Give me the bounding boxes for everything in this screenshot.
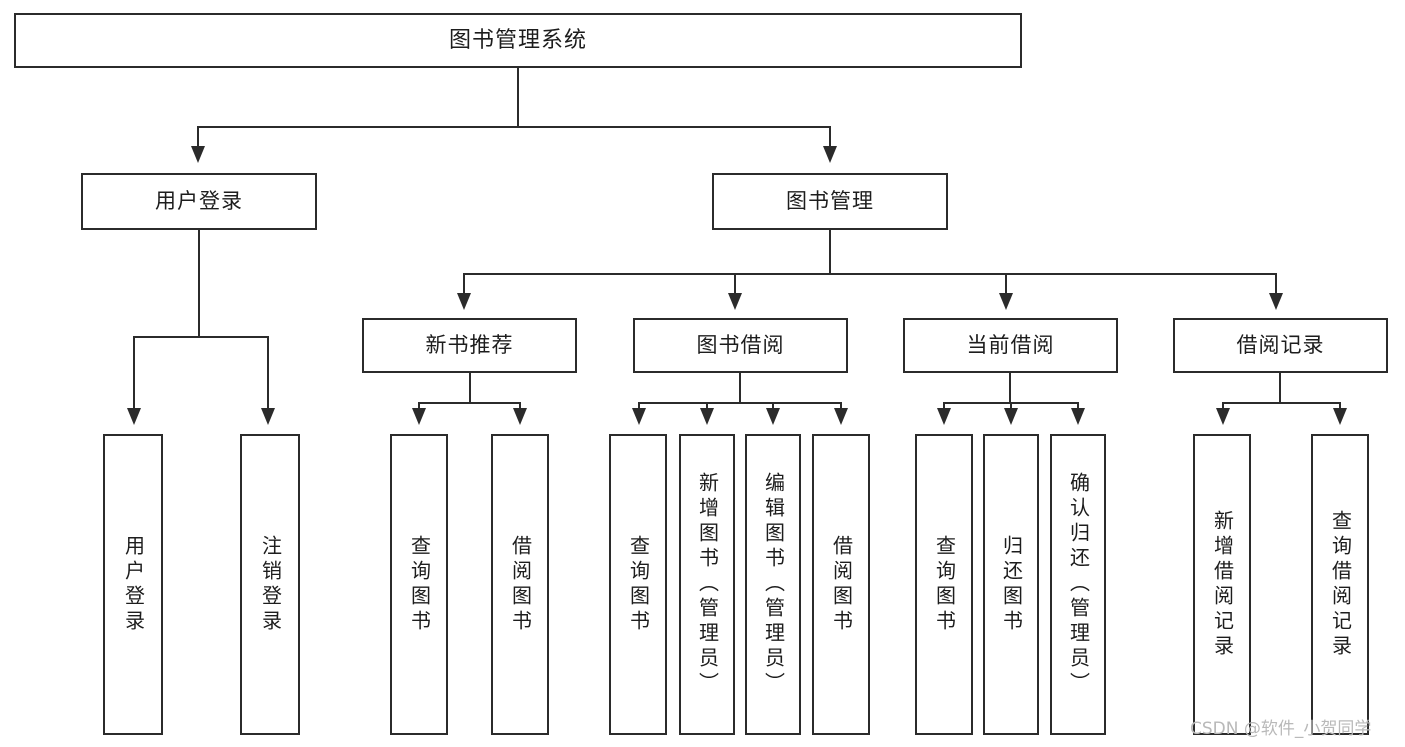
connector-book-borrow-to-leaf-4 [840, 402, 842, 410]
node-label: 用户登录 [121, 534, 146, 635]
node-label: 图书借阅 [696, 333, 785, 358]
node-label: 用户登录 [155, 189, 243, 214]
node-book-management[interactable]: 图书管理 [712, 173, 948, 230]
leaf-current-borrow-return-book[interactable]: 归还图书 [983, 434, 1039, 735]
arrow-current-borrow-to-leaf-1 [937, 408, 951, 425]
node-label: 新书推荐 [425, 333, 514, 358]
connector-book-mgmt-stem [829, 230, 831, 274]
connector-book-borrow-to-leaf-3 [772, 402, 774, 410]
connector-new-book-to-leaf-2 [519, 402, 521, 410]
connector-book-borrow-stem [739, 373, 741, 403]
connector-new-book-to-leaf-1 [418, 402, 420, 410]
connector-borrow-record-to-leaf-2 [1339, 402, 1341, 410]
connector-new-book-bus [418, 402, 521, 404]
connector-current-borrow-stem [1009, 373, 1011, 403]
leaf-borrow-record-add-record[interactable]: 新增借阅记录 [1193, 434, 1251, 735]
node-label: 图书管理系统 [448, 27, 587, 53]
leaf-book-borrow-edit-book-admin[interactable]: 编辑图书（管理员） [745, 434, 801, 735]
arrow-borrow-record-to-leaf-2 [1333, 408, 1347, 425]
node-label: 借阅记录 [1236, 333, 1325, 358]
node-label: 编辑图书（管理员） [761, 472, 786, 697]
connector-book-mgmt-to-new-book [463, 273, 465, 295]
arrow-book-mgmt-to-current-borrow [999, 293, 1013, 310]
connector-new-book-stem [469, 373, 471, 403]
arrow-user-login-to-leaf-2 [261, 408, 275, 425]
arrow-user-login-to-leaf-1 [127, 408, 141, 425]
node-label: 查询借阅记录 [1328, 509, 1353, 660]
node-label: 查询图书 [626, 534, 651, 635]
arrow-book-borrow-to-leaf-2 [700, 408, 714, 425]
node-label: 图书管理 [786, 189, 874, 214]
node-label: 确认归还（管理员） [1066, 472, 1091, 697]
node-label: 借阅图书 [508, 534, 533, 635]
node-label: 借阅图书 [829, 534, 854, 635]
node-label: 归还图书 [999, 534, 1024, 635]
connector-user-login-bus [133, 336, 267, 338]
arrow-new-book-to-leaf-1 [412, 408, 426, 425]
connector-current-borrow-to-leaf-1 [943, 402, 945, 410]
connector-current-borrow-to-leaf-3 [1077, 402, 1079, 410]
connector-root-to-book-mgmt [829, 126, 831, 148]
node-label: 当前借阅 [966, 333, 1055, 358]
node-label: 注销登录 [258, 534, 283, 635]
arrow-borrow-record-to-leaf-1 [1216, 408, 1230, 425]
connector-user-login-to-leaf-1 [133, 336, 135, 410]
node-label: 新增图书（管理员） [695, 472, 720, 697]
leaf-book-borrow-borrow-book[interactable]: 借阅图书 [812, 434, 870, 735]
connector-root-bus [197, 126, 831, 128]
leaf-user-login-logout[interactable]: 注销登录 [240, 434, 300, 735]
node-label: 查询图书 [407, 534, 432, 635]
leaf-new-book-borrow-book[interactable]: 借阅图书 [491, 434, 549, 735]
connector-user-login-stem [198, 230, 200, 337]
connector-root-to-user-login [197, 126, 199, 148]
connector-book-mgmt-bus [463, 273, 1277, 275]
connector-borrow-record-bus [1222, 402, 1341, 404]
node-root-system[interactable]: 图书管理系统 [14, 13, 1022, 68]
leaf-new-book-query-book[interactable]: 查询图书 [390, 434, 448, 735]
leaf-borrow-record-query-record[interactable]: 查询借阅记录 [1311, 434, 1369, 735]
arrow-root-to-user-login [191, 146, 205, 163]
arrow-book-mgmt-to-book-borrow [728, 293, 742, 310]
leaf-book-borrow-query-book[interactable]: 查询图书 [609, 434, 667, 735]
node-new-book-recommend[interactable]: 新书推荐 [362, 318, 577, 373]
leaf-current-borrow-confirm-return-admin[interactable]: 确认归还（管理员） [1050, 434, 1106, 735]
arrow-new-book-to-leaf-2 [513, 408, 527, 425]
connector-current-borrow-to-leaf-2 [1010, 402, 1012, 410]
node-label: 新增借阅记录 [1210, 509, 1235, 660]
leaf-user-login-login[interactable]: 用户登录 [103, 434, 163, 735]
connector-user-login-to-leaf-2 [267, 336, 269, 410]
connector-book-mgmt-to-current-borrow [1005, 273, 1007, 295]
connector-root-stem [517, 68, 519, 126]
node-borrow-record[interactable]: 借阅记录 [1173, 318, 1388, 373]
arrow-book-mgmt-to-borrow-record [1269, 293, 1283, 310]
arrow-book-borrow-to-leaf-3 [766, 408, 780, 425]
connector-borrow-record-stem [1279, 373, 1281, 403]
arrow-current-borrow-to-leaf-2 [1004, 408, 1018, 425]
arrow-root-to-book-mgmt [823, 146, 837, 163]
leaf-current-borrow-query-book[interactable]: 查询图书 [915, 434, 973, 735]
connector-book-borrow-to-leaf-1 [638, 402, 640, 410]
node-book-borrow[interactable]: 图书借阅 [633, 318, 848, 373]
connector-borrow-record-to-leaf-1 [1222, 402, 1224, 410]
node-current-borrow[interactable]: 当前借阅 [903, 318, 1118, 373]
connector-book-mgmt-to-book-borrow [734, 273, 736, 295]
node-user-login[interactable]: 用户登录 [81, 173, 317, 230]
arrow-book-borrow-to-leaf-1 [632, 408, 646, 425]
arrow-current-borrow-to-leaf-3 [1071, 408, 1085, 425]
connector-book-borrow-bus [638, 402, 842, 404]
connector-book-borrow-to-leaf-2 [706, 402, 708, 410]
arrow-book-mgmt-to-new-book [457, 293, 471, 310]
leaf-book-borrow-add-book-admin[interactable]: 新增图书（管理员） [679, 434, 735, 735]
node-label: 查询图书 [932, 534, 957, 635]
connector-book-mgmt-to-borrow-record [1275, 273, 1277, 295]
arrow-book-borrow-to-leaf-4 [834, 408, 848, 425]
